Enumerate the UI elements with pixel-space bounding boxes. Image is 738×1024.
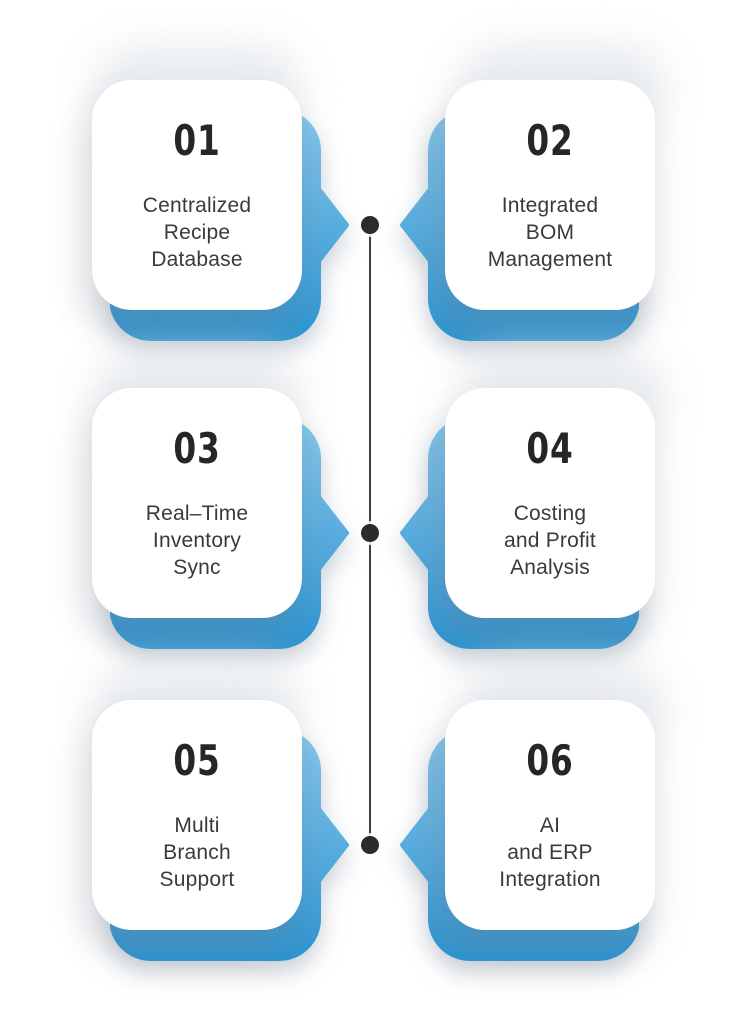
card-label: Real–Time Inventory Sync [145,502,249,579]
feature-card: 03 Real–Time Inventory Sync [90,352,352,658]
card-label: Costing and Profit Analysis [504,502,596,579]
timeline-dot [361,216,379,234]
card-number: 03 [173,424,221,473]
card-number: 04 [526,424,574,473]
card-number: 01 [173,116,221,165]
feature-card: 04 Costing and Profit Analysis [400,350,705,658]
card-label: AI and ERP Integration [499,814,601,891]
timeline-dot [361,524,379,542]
card-panel: 02 Integrated BOM Management [445,80,655,310]
feature-card: 06 AI and ERP Integration [400,662,705,970]
card-label: Integrated BOM Management [487,194,613,271]
card-label: Multi Branch Support [159,814,235,891]
timeline-dot [361,836,379,854]
card-panel: 06 AI and ERP Integration [445,700,655,930]
card-panel: 04 Costing and Profit Analysis [445,388,655,618]
card-label: Centralized Recipe Database [142,194,252,271]
feature-card: 01 Centralized Recipe Database [90,44,352,350]
card-number: 06 [526,736,574,785]
feature-card: 02 Integrated BOM Management [400,42,705,350]
card-panel: 03 Real–Time Inventory Sync [92,388,302,618]
card-panel: 05 Multi Branch Support [92,700,302,930]
card-number: 02 [526,116,574,165]
card-panel: 01 Centralized Recipe Database [92,80,302,310]
card-number: 05 [173,736,221,785]
feature-card: 05 Multi Branch Support [90,664,352,970]
